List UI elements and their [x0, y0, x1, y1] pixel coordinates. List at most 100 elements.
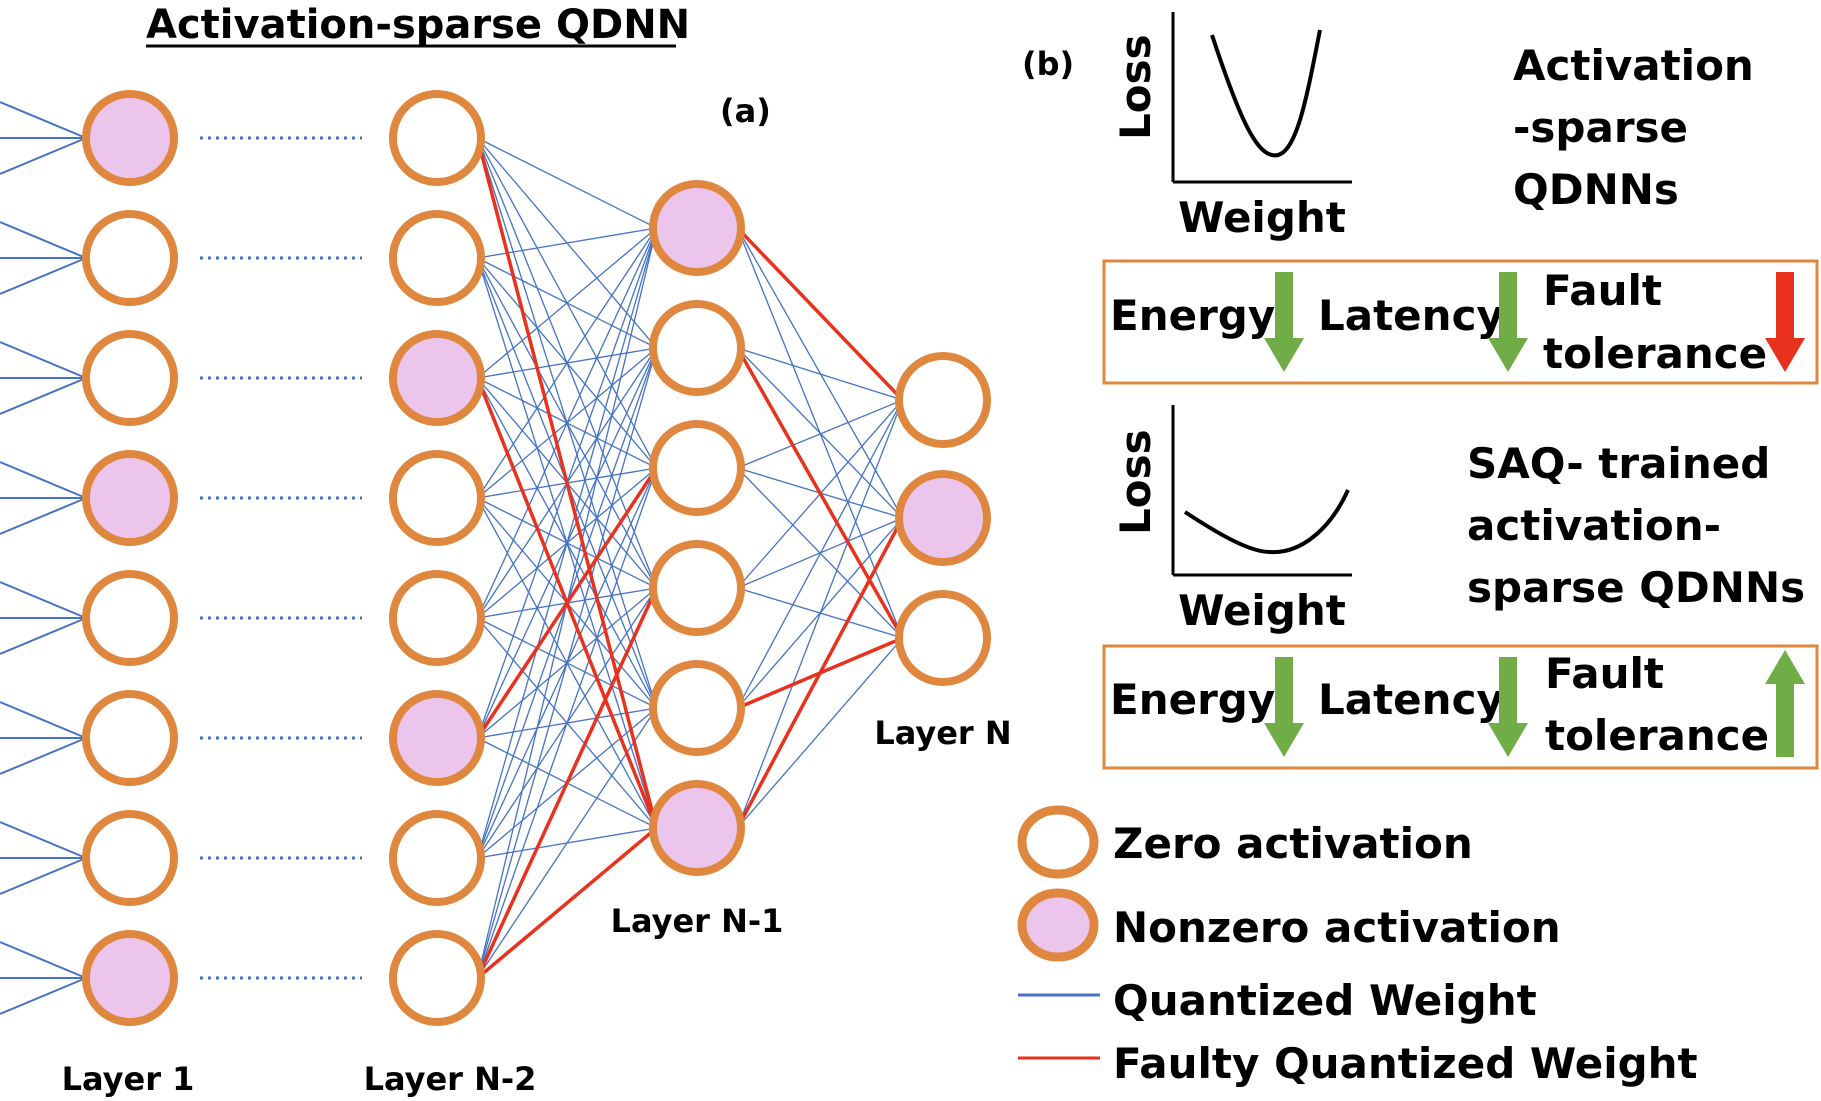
bottom-fault-label-2: tolerance [1545, 711, 1769, 760]
neuron-zero [389, 930, 485, 1026]
input-edge [0, 617, 87, 655]
input-edge [0, 821, 87, 859]
quantized-weight-edge [737, 399, 903, 469]
neuron-zero [649, 540, 745, 636]
neuron-zero [82, 210, 178, 306]
neuron-zero [82, 330, 178, 426]
quantized-weight-edge [477, 227, 657, 379]
neuron-zero [82, 570, 178, 666]
faulty-weight-edge [475, 137, 659, 829]
bottom-fault-label-1: Fault [1545, 649, 1664, 698]
quantized-weight-edge [737, 347, 903, 401]
quantized-weight-edge [736, 399, 904, 709]
neuron-zero [649, 660, 745, 756]
bottom-plot-desc-3: sparse QDNNs [1467, 563, 1805, 612]
neuron-zero [82, 690, 178, 786]
faulty-weight-edge [476, 826, 658, 980]
input-edge [0, 221, 87, 259]
top-metric-box: Energy Latency Fault tolerance [1102, 259, 1819, 385]
quantized-weight-edge [476, 227, 658, 619]
top-loss-curve [1210, 29, 1322, 158]
input-edge [0, 257, 87, 295]
legend-faulty-weight-label: Faulty Quantized Weight [1113, 1039, 1698, 1088]
input-connections [0, 101, 87, 1015]
quantized-weight-edge [476, 467, 658, 979]
neuron-zero [389, 90, 485, 186]
neuron-zero [389, 450, 485, 546]
panel-a-label: (a) [720, 92, 771, 130]
top-plot-xlabel: Weight [1178, 193, 1346, 242]
bottom-energy-label: Energy [1110, 675, 1275, 724]
neuron-nodes [82, 90, 991, 1026]
faulty-weight-edge [735, 517, 905, 829]
legend-nonzero-activation-swatch [1017, 888, 1099, 962]
legend-zero-activation-swatch [1017, 805, 1099, 879]
quantized-weight-edge [736, 637, 904, 829]
bottom-latency-label: Latency [1318, 675, 1504, 724]
neuron-nonzero [82, 90, 178, 186]
neuron-zero [895, 352, 991, 448]
legend-zero-activation-label: Zero activation [1113, 819, 1473, 868]
faulty-weight-edge [735, 347, 905, 639]
top-energy-label: Energy [1110, 291, 1275, 340]
bottom-energy-arrow-down-icon [1264, 657, 1304, 757]
input-edge [0, 581, 87, 619]
neuron-nonzero [389, 330, 485, 426]
input-edge [0, 377, 87, 415]
faulty-weight-edge [475, 587, 659, 979]
top-plot-desc-1: Activation [1513, 41, 1754, 90]
neuron-zero [389, 210, 485, 306]
neuron-nonzero [82, 930, 178, 1026]
neuron-zero [649, 300, 745, 396]
neuron-nonzero [82, 450, 178, 546]
legend: Zero activation Nonzero activation Quant… [1017, 805, 1698, 1088]
input-edge [0, 461, 87, 499]
neuron-nonzero [649, 180, 745, 276]
neuron-zero [389, 570, 485, 666]
bottom-metric-box: Energy Latency Fault tolerance [1102, 644, 1819, 770]
quantized-weight-edge [737, 347, 903, 519]
layer-skip-dots [200, 136, 362, 980]
top-loss-plot: Loss Weight Activation -sparse QDNNs [1111, 12, 1754, 242]
neuron-nonzero [389, 690, 485, 786]
input-edge [0, 137, 87, 175]
bottom-loss-curve [1183, 489, 1350, 555]
quantized-weight-edge [476, 227, 658, 499]
bottom-plot-desc-1: SAQ- trained [1467, 439, 1770, 488]
input-edge [0, 101, 87, 139]
top-plot-desc-2: -sparse [1513, 103, 1688, 152]
top-fault-label-1: Fault [1543, 266, 1662, 315]
quantized-weight-edge [477, 137, 657, 229]
input-edge [0, 977, 87, 1015]
bottom-plot-desc-2: activation- [1467, 501, 1721, 550]
bottom-metric-box-border [1102, 644, 1819, 770]
faulty-weight-edges [475, 137, 905, 980]
quantized-weight-edge [736, 399, 904, 829]
figure-title: Activation-sparse QDNN [146, 2, 690, 48]
layer-n2-label: Layer N-2 [364, 1060, 537, 1098]
input-edge [0, 497, 87, 535]
top-latency-arrow-down-icon [1488, 272, 1528, 372]
input-edge [0, 857, 87, 895]
top-metric-box-border [1102, 259, 1819, 385]
legend-nonzero-activation-label: Nonzero activation [1113, 903, 1561, 952]
top-energy-arrow-down-icon [1264, 272, 1304, 372]
bottom-loss-plot: Loss Weight SAQ- trained activation- spa… [1111, 405, 1805, 635]
layer-n-label: Layer N [874, 714, 1011, 752]
bottom-plot-ylabel: Loss [1111, 429, 1160, 535]
bottom-plot-xlabel: Weight [1178, 586, 1346, 635]
input-edge [0, 941, 87, 979]
legend-quantized-weight-label: Quantized Weight [1113, 976, 1537, 1025]
neuron-nonzero [649, 780, 745, 876]
neuron-nonzero [895, 470, 991, 566]
neuron-zero [82, 810, 178, 906]
neuron-zero [389, 810, 485, 906]
input-edge [0, 737, 87, 775]
faulty-weight-edge [736, 226, 904, 402]
quantized-weight-edge [476, 227, 658, 859]
bottom-latency-arrow-down-icon [1488, 657, 1528, 757]
top-plot-desc-3: QDNNs [1513, 165, 1679, 214]
neuron-zero [649, 420, 745, 516]
layer-1-label: Layer 1 [62, 1060, 195, 1098]
